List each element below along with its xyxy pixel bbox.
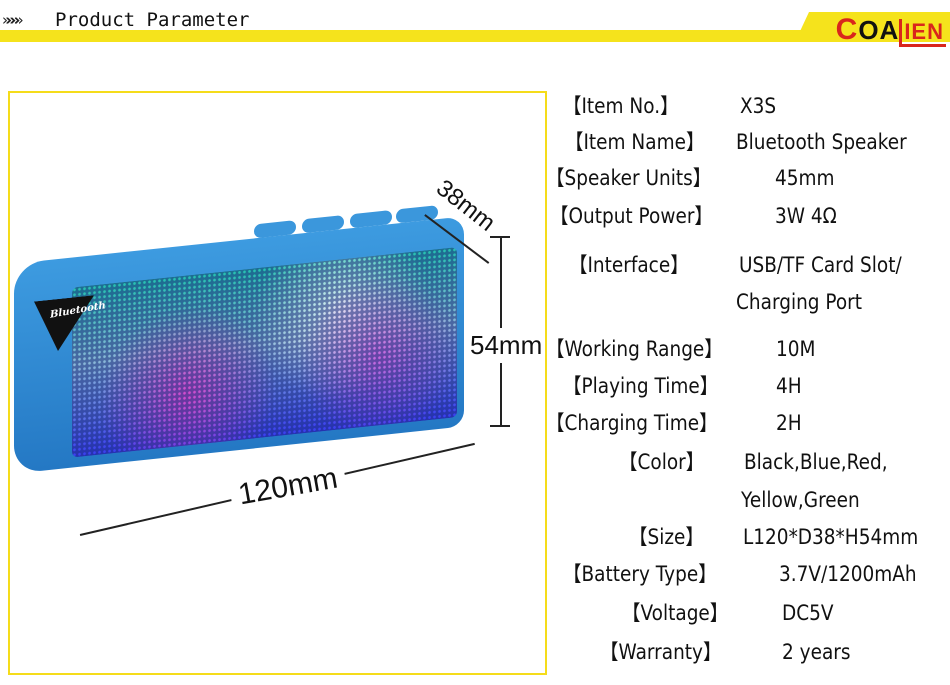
spec-label: 【Interface】 (569, 253, 689, 277)
spec-value: 45mm (775, 166, 835, 190)
spec-label: 【Warranty】 (600, 640, 722, 664)
spec-label: 【Battery Type】 (563, 562, 717, 586)
spec-label: 【Size】 (629, 525, 704, 549)
spec-value: X3S (740, 94, 777, 118)
spec-value: 3W 4Ω (775, 204, 837, 228)
spec-label: 【Color】 (619, 450, 705, 474)
page-title: Product Parameter (55, 9, 250, 31)
spec-label: 【Speaker Units】 (546, 166, 712, 190)
spec-label: 【Working Range】 (546, 337, 723, 361)
spec-label: 【Item Name】 (565, 130, 705, 154)
spec-value: USB/TF Card Slot/ (739, 253, 902, 277)
spec-value: Charging Port (736, 290, 863, 314)
spec-value: Bluetooth Speaker (736, 130, 907, 154)
spec-label: 【Playing Time】 (563, 374, 719, 398)
chevrons-right-icon: »»»» (2, 11, 24, 29)
led-grille (72, 247, 457, 458)
spec-value: 3.7V/1200mAh (779, 562, 917, 586)
spec-value: 10M (776, 337, 816, 361)
spec-label: 【Voltage】 (622, 601, 729, 625)
spec-label: 【Output Power】 (550, 204, 713, 228)
spec-value: 2 years (782, 640, 851, 664)
header-bar (0, 30, 950, 42)
spec-label: 【Item No.】 (563, 94, 679, 118)
spec-value: L120*D38*H54mm (743, 525, 919, 549)
spec-value: 2H (776, 411, 802, 435)
spec-value: Black,Blue,Red, (744, 450, 888, 474)
spec-value: 4H (776, 374, 802, 398)
spec-label: 【Charging Time】 (546, 411, 718, 435)
height-label: 54mm (470, 328, 543, 363)
product-image-frame (8, 91, 547, 675)
spec-value: Yellow,Green (741, 488, 860, 512)
spec-value: DC5V (782, 601, 834, 625)
logo-tab (795, 12, 950, 42)
